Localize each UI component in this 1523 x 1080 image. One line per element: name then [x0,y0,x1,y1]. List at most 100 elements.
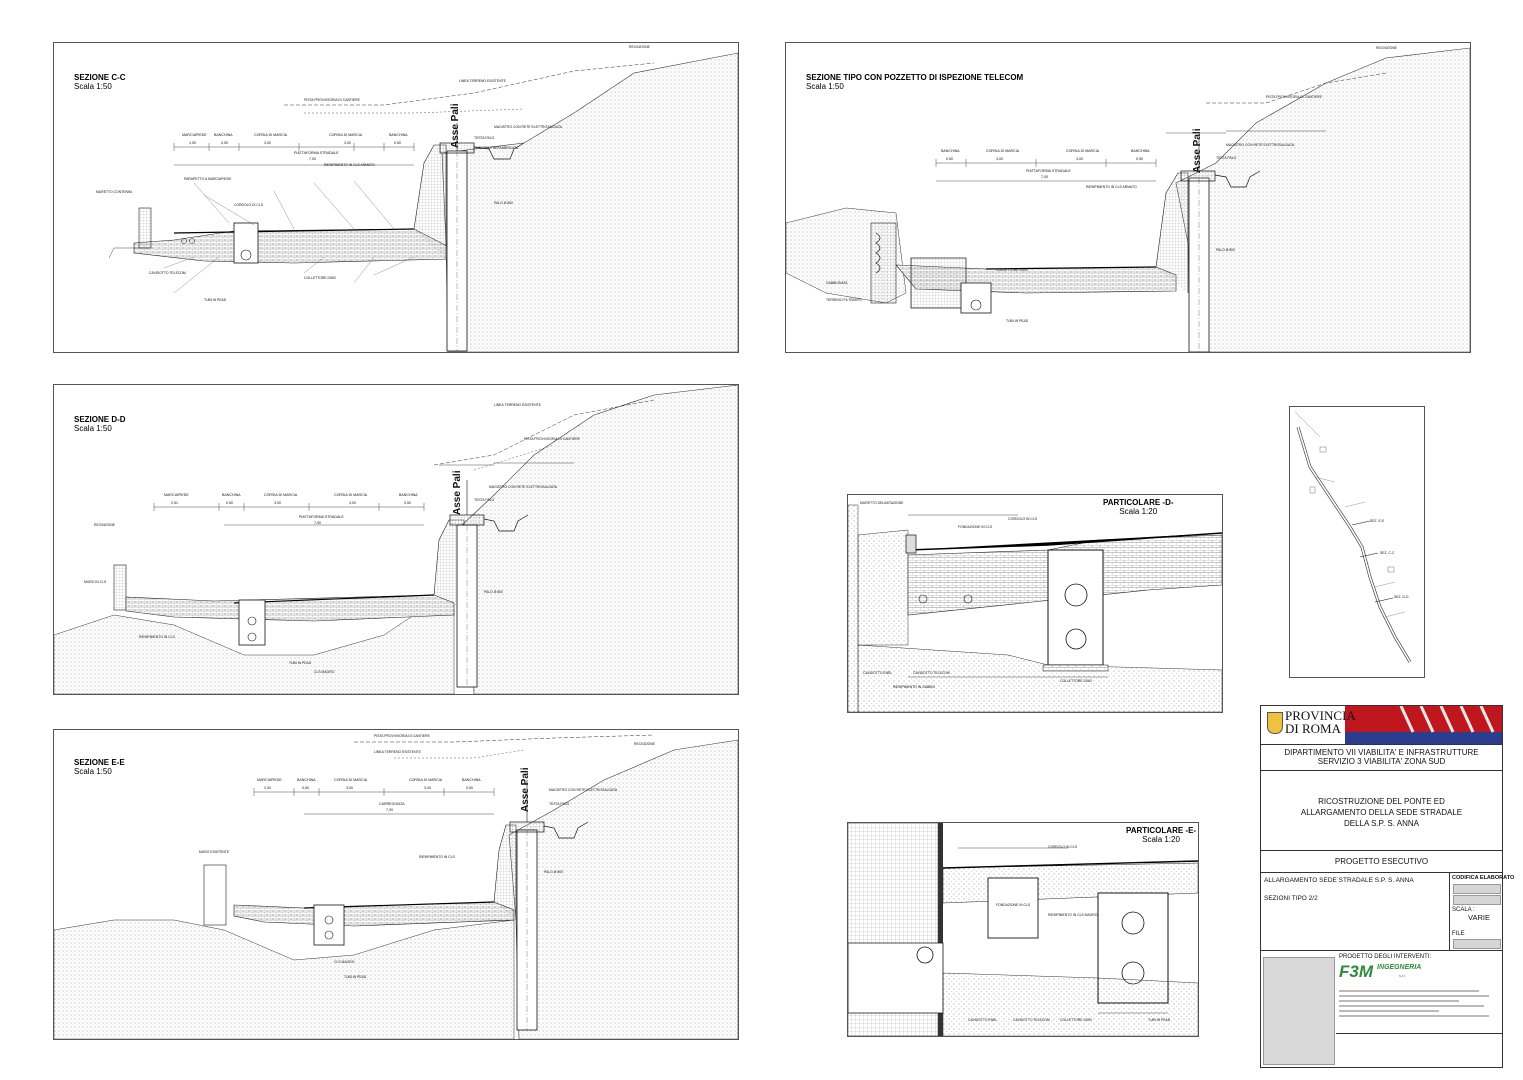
detail-d-panel: PARTICOLARE -D- Scala 1:20 MURETTO DELIM… [847,494,1223,713]
section-scale-text: Scala 1:50 [806,82,844,91]
section-scale-text: Scala 1:50 [74,767,112,776]
section-telecom-panel: SEZIONE TIPO CON POZZETTO DI ISPEZIONE T… [785,42,1471,353]
dim-value: 0,50 [1136,157,1143,161]
note: RIEMPIMENTO IN GABBIO [893,685,936,689]
detail-d-title: PARTICOLARE -D- Scala 1:20 [1103,498,1174,516]
note: CUNETTA PREFABBRICATA [474,146,519,150]
note: PISTA PROVVISORIA DI CANTIERE [1266,95,1322,99]
note: COLLETTORE D500 [1060,679,1092,683]
dim-label: BANCHINA [389,133,408,137]
dim-label: BANCHINA [297,778,316,782]
note: PALO Ø 800 [494,201,513,205]
note: TESTA PALO [474,136,495,140]
dim-value: 2,51 [171,501,178,505]
note: TESTA PALO [474,498,495,502]
dim-label: BANCHINA [462,778,481,782]
org-name-line1: PROVINCIA [1285,708,1356,723]
detail-title-text: PARTICOLARE -E- [1126,826,1197,835]
dim-value: 0,50 [302,786,309,790]
dim-label: CARREGGIATA [379,802,405,806]
note: TERRENO FILTRANTE [826,298,862,302]
note: RIEMPIMENTO IN CLS [139,635,175,639]
code-cell: CODIFICA ELABORATO SCALA : VARIE FILE [1449,873,1514,951]
firm-sub2: s.r.l. [1399,973,1407,978]
dim-label: PIATTAFORMA STRADALE [294,151,339,155]
note: COLLETTORE D500 [996,268,1028,272]
note: CORDOLO IN CLS [1008,517,1038,521]
note: RIEMPIMENTO IN CLS MAGRO [1048,913,1098,917]
code-redacted [1453,884,1501,894]
note: MAGISTRO CON RETE ELETTROSALDATA [1226,143,1295,147]
note: CAVIDOTTO ENEL [968,1018,998,1022]
note: RECINZIONE [1376,46,1397,50]
section-dd-drawing [54,385,738,694]
note: CAVIDOTTO ENEL [863,671,893,675]
dim-label: CORSIA DI MARCIA [254,133,288,137]
dim-value: 3,00 [264,141,271,145]
file-redacted [1453,939,1501,949]
note: PISTA PROVVISORIA DI CANTIERE [374,734,430,738]
file-label: FILE [1452,931,1465,937]
asse-pali-label: Asse Pali [452,470,463,515]
scale-label: SCALA : [1452,907,1475,913]
department-row: DIPARTIMENTO VII VIABILITA' E INFRASTRUT… [1261,744,1502,771]
phase-row: PROGETTO ESECUTIVO [1261,850,1502,873]
dim-label: MARCIAPIEDE [257,778,282,782]
project-row: RICOSTRUZIONE DEL PONTE ED ALLARGAMENTO … [1261,770,1502,851]
asse-pali-label: Asse Pali [450,103,461,148]
crest-icon [1267,712,1283,734]
note: TESTA PALO [549,802,570,806]
detail-e-title: PARTICOLARE -E- Scala 1:20 [1126,826,1196,844]
note: PISTA PROVVISORIA DI CANTIERE [304,98,360,102]
dim-value: 2,00 [264,786,271,790]
dim-label: MARCIAPIEDE [182,133,207,137]
asse-pali-label: Asse Pali [520,767,531,812]
dim-label: CORSIA DI MARCIA [329,133,363,137]
section-title-text: SEZIONE D-D [74,415,126,424]
firm-address-line [1339,995,1489,997]
dim-label: CORSIA DI MARCIA [334,493,368,497]
note: CAVIDOTTO TELECOM [1013,1018,1050,1022]
detail-e-drawing [848,823,1198,1036]
note: MURETTO CONTENIM. [96,190,133,194]
dim-value: 0,50 [466,786,473,790]
dim-value: 0,50 [221,141,228,145]
note: RIEMPIMENTO IN CLS [419,855,455,859]
note: FONDAZIONE IN CLS [996,903,1031,907]
project-line3: DELLA S.P. S. ANNA [1343,819,1419,828]
map-label: SEZ. D-D [1394,595,1409,599]
firm-logo: F3M INGEGNERIA s.r.l. [1339,963,1421,983]
dim-label: CORSIA DI MARCIA [264,493,298,497]
section-ee-panel: SEZIONE E-E Scala 1:50 Asse Pali MARCIAP… [53,729,739,1040]
detail-d-drawing [848,504,1222,712]
service-text: SERVIZIO 3 VIABILITA' ZONA SUD [1317,757,1446,766]
note: TESTA PALO [1216,156,1237,160]
section-title-text: SEZIONE E-E [74,758,125,767]
section-scale-text: Scala 1:50 [74,424,112,433]
dim-value: 3,00 [274,501,281,505]
note: TUBI IN PEAD [204,298,227,302]
note: MURO IN CLS [84,580,107,584]
note: TUBI IN PEAD [1148,1018,1171,1022]
note: CORDOLO IN CLS [1048,845,1078,849]
dim-label: PIATTAFORMA STRADALE [299,515,344,519]
note: RIEMPIMENTO IN CLS ARMATO [1086,185,1137,189]
note: PISTA PROVVISORIA DI CANTIERE [524,437,580,441]
note: CAVIDOTTO TELECOM [913,671,950,675]
signature-area [1336,1033,1502,1069]
section-ee-drawing [54,734,738,1039]
note: TUBI IN PEAD [289,661,312,665]
dim-value: 3,00 [424,786,431,790]
firm-address-line [1339,1015,1489,1017]
note: PALO Ø 800 [544,870,563,874]
detail-title-text: PARTICOLARE -D- [1103,498,1174,507]
detail-scale-text: Scala 1:20 [1142,835,1180,844]
note: MAGISTRO CON RETE ELETTROSALDATA [549,788,618,792]
location-map-drawing [1294,411,1412,663]
note: TUBI IN PEAD [1006,319,1029,323]
dim-value: 3,00 [1076,157,1083,161]
dim-value: 7,00 [309,157,316,161]
section-cc-panel: SEZIONE C-C Scala 1:50 Asse Pali MARCIAP… [53,42,739,353]
note: CAVIDOTTO TELECOM [149,271,186,275]
note: LINEA TERRENO ESISTENTE [374,750,421,754]
